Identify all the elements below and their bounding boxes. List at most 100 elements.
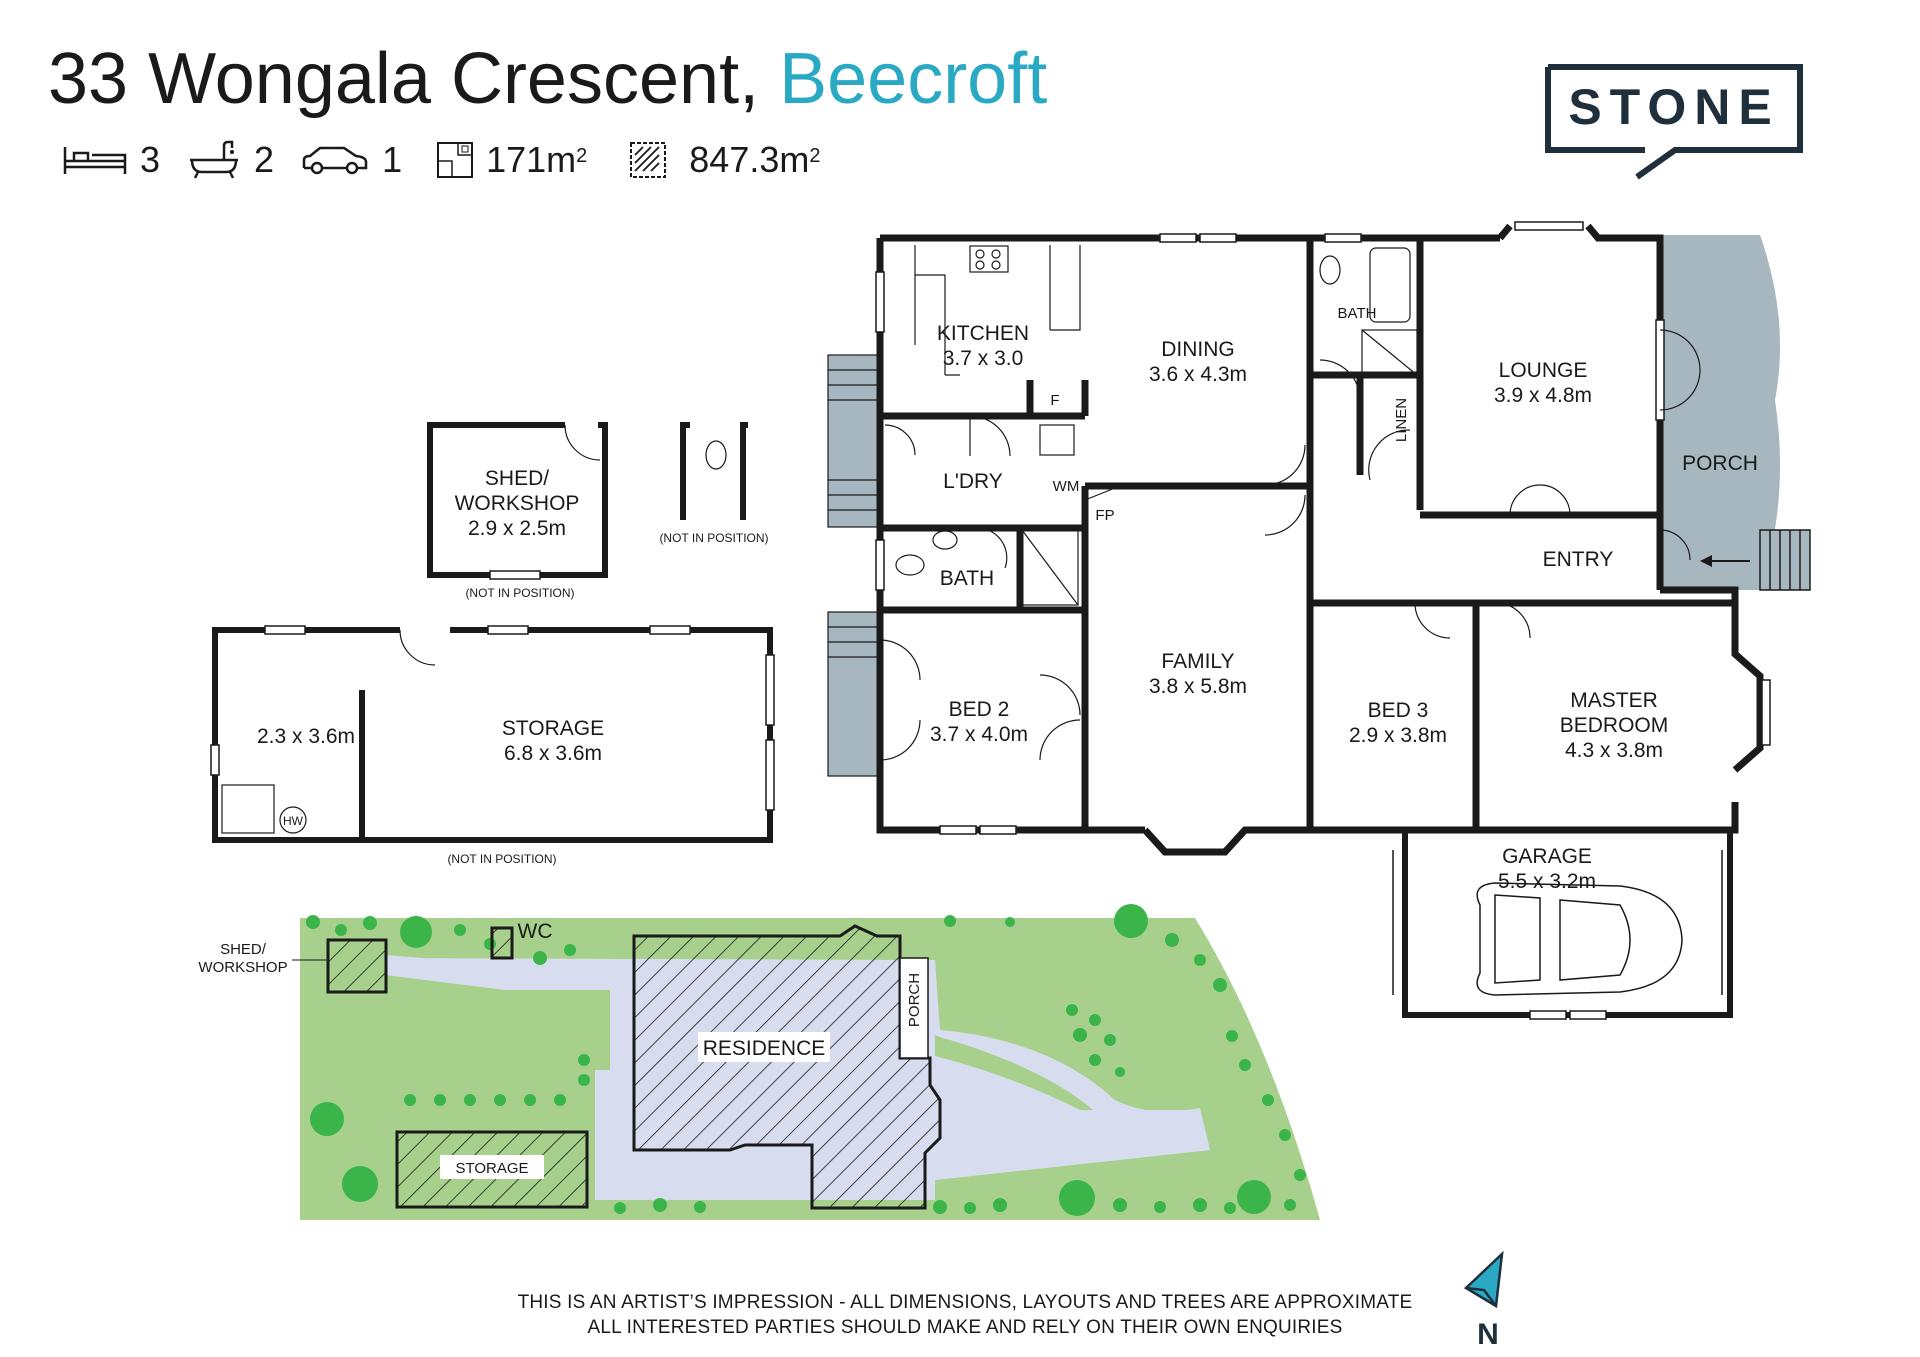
fp-label: FP — [1095, 507, 1114, 524]
bed2-size: 3.7 x 4.0m — [930, 723, 1028, 746]
wc-toilet-icon — [705, 440, 727, 470]
shed-label-2: WORKSHOP — [455, 492, 580, 515]
site-trees — [306, 904, 1306, 1216]
north-label: N — [1477, 1318, 1499, 1350]
garage-walls — [1402, 830, 1733, 1018]
storage-label-bg — [440, 1155, 544, 1179]
storage-note: (NOT IN POSITION) — [447, 852, 556, 866]
laundry-label: L'DRY — [943, 470, 1003, 493]
baths-count: 2 — [254, 139, 275, 180]
annex-size: 2.3 x 3.6m — [257, 725, 355, 748]
bed3-label: BED 3 — [1368, 699, 1429, 722]
porch-label: PORCH — [1682, 452, 1758, 475]
kitchen-label: KITCHEN — [937, 322, 1029, 345]
side-steps-bottom — [827, 611, 881, 777]
north-arrow-icon: N — [1463, 1250, 1504, 1350]
garage-label: GARAGE — [1502, 845, 1592, 868]
house-walls — [876, 223, 1764, 856]
land-area-sup: 2 — [809, 144, 821, 167]
floorplan-icon — [437, 142, 474, 178]
bath-icon — [190, 140, 239, 179]
site-shed-label-1: SHED/ — [220, 941, 267, 958]
shed-window — [489, 570, 541, 580]
beds-count: 3 — [140, 139, 161, 180]
baths-stat: 2 — [186, 139, 274, 181]
disclaimer-line-2: ALL INTERESTED PARTIES SHOULD MAKE AND R… — [587, 1317, 1343, 1338]
beds-stat: 3 — [62, 139, 160, 181]
family-size: 3.8 x 5.8m — [1149, 675, 1247, 698]
shed-size: 2.9 x 2.5m — [468, 517, 566, 540]
cars-count: 1 — [382, 139, 403, 180]
bath-top-label: BATH — [1338, 305, 1377, 322]
internal-area-sup: 2 — [576, 144, 588, 167]
address-suburb: Beecroft — [779, 39, 1048, 119]
porch-steps — [1759, 529, 1811, 591]
linen-label: LINEN — [1393, 398, 1410, 442]
wc-note: (NOT IN POSITION) — [659, 531, 768, 545]
site-wc-label: WC — [518, 920, 553, 943]
side-steps-top — [827, 354, 881, 528]
site-shed — [326, 938, 388, 994]
car-icon — [1476, 882, 1683, 996]
land-area-value: 847.3m — [689, 139, 810, 180]
disclaimer: THIS IS AN ARTIST’S IMPRESSION - ALL DIM… — [440, 1290, 1490, 1340]
windows — [875, 221, 1771, 835]
door-swings — [879, 329, 1701, 761]
wc-walls — [680, 422, 748, 520]
site-shed-label-2: WORKSHOP — [198, 959, 287, 976]
site-residence — [632, 924, 942, 1210]
site-porch — [899, 957, 929, 1059]
lounge-label: LOUNGE — [1499, 359, 1588, 382]
storage-windows — [210, 625, 775, 811]
family-label: FAMILY — [1161, 650, 1234, 673]
master-size: 4.3 x 3.8m — [1565, 739, 1663, 762]
bed3-size: 2.9 x 3.8m — [1349, 724, 1447, 747]
storage-label: STORAGE — [502, 717, 604, 740]
page-title: 33 Wongala Crescent, Beecroft — [48, 36, 1047, 122]
fireplace-line — [1084, 485, 1121, 501]
porch-area — [1660, 235, 1780, 590]
cars-stat: 1 — [300, 139, 402, 181]
entry-arrowhead — [1700, 555, 1712, 567]
stove-icon — [969, 245, 1009, 273]
shed-note: (NOT IN POSITION) — [465, 586, 574, 600]
shower-icon — [221, 784, 275, 834]
site-wc — [490, 926, 514, 960]
entry-label: ENTRY — [1543, 548, 1614, 571]
kitchen-bench — [914, 245, 1081, 376]
stone-logo: STONE — [1545, 64, 1803, 180]
disclaimer-line-1: THIS IS AN ARTIST’S IMPRESSION - ALL DIM… — [517, 1292, 1413, 1313]
shed-label-1: SHED/ — [485, 467, 549, 490]
residence-label-bg — [698, 1032, 830, 1062]
lounge-size: 3.9 x 4.8m — [1494, 384, 1592, 407]
master-label-2: BEDROOM — [1560, 714, 1669, 737]
shed-door — [564, 424, 601, 461]
address-main: 33 Wongala Crescent, — [48, 39, 760, 119]
hw-label: HW — [283, 814, 304, 828]
car-icon — [302, 146, 368, 175]
garage-size: 5.5 x 3.2m — [1498, 870, 1596, 893]
site-storage-label: STORAGE — [455, 1160, 528, 1177]
bath-fixtures — [895, 247, 1418, 606]
hot-water-icon — [279, 806, 307, 834]
bed-icon — [63, 147, 127, 174]
kitchen-size: 3.7 x 3.0 — [943, 347, 1024, 370]
internal-area-value: 171m — [486, 139, 577, 180]
bed2-label: BED 2 — [949, 698, 1010, 721]
dining-label: DINING — [1161, 338, 1235, 361]
master-label-1: MASTER — [1570, 689, 1658, 712]
storage-door — [399, 629, 436, 666]
dining-size: 3.6 x 4.3m — [1149, 363, 1247, 386]
garage-windows — [1392, 850, 1723, 1020]
logo-text: STONE — [1568, 79, 1779, 135]
fridge-label: F — [1050, 392, 1059, 409]
wm-label: WM — [1053, 478, 1080, 495]
site-porch-label: PORCH — [906, 973, 923, 1027]
storage-walls — [212, 627, 773, 843]
bath-mid-label: BATH — [940, 567, 994, 590]
site-residence-label: RESIDENCE — [703, 1037, 826, 1060]
